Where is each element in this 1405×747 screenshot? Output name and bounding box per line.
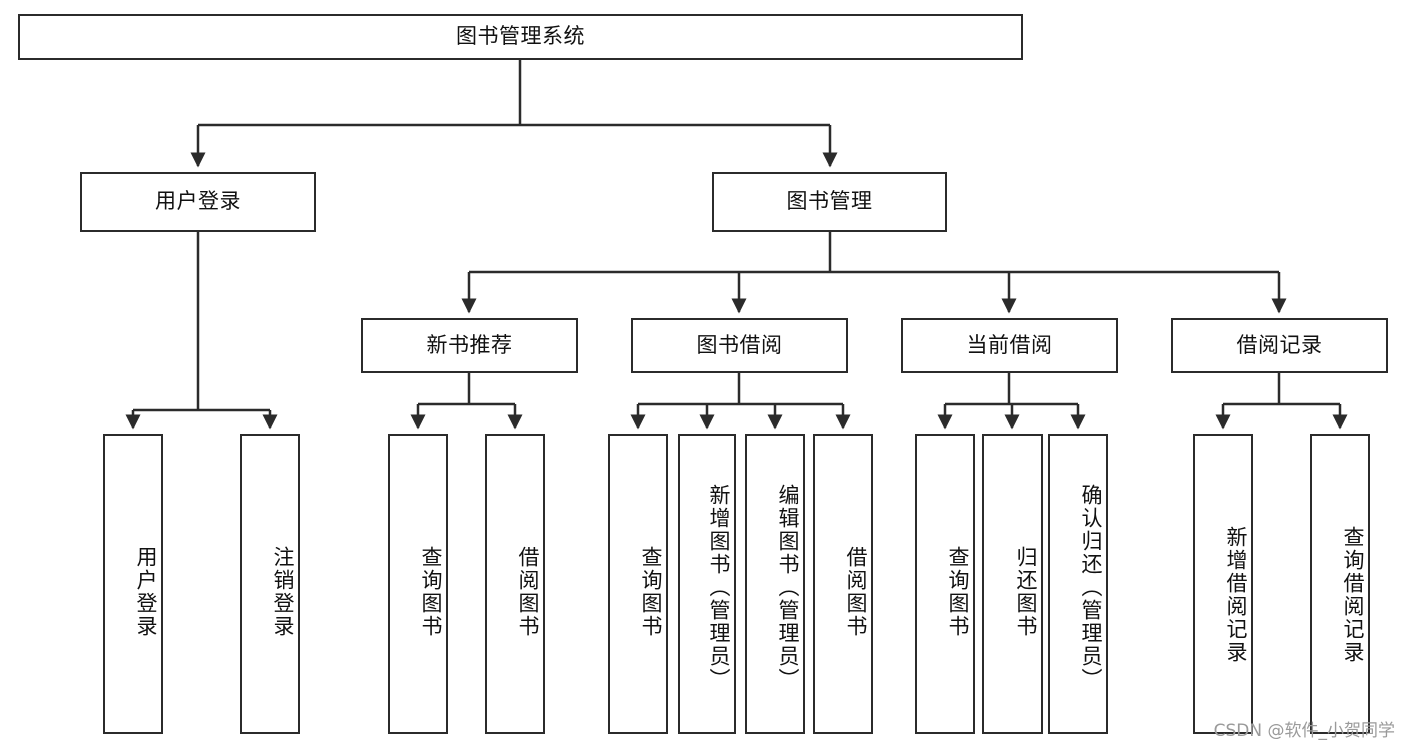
node-leaf-confirm-return[interactable]: 确认归还（管理员） [1048,434,1108,734]
node-leaf-add-record[interactable]: 新增借阅记录 [1193,434,1253,734]
node-leaf-add-book-label: 新增图书（管理员） [707,483,731,691]
node-leaf-query-record[interactable]: 查询借阅记录 [1310,434,1370,734]
node-new-book-recommend-label: 新书推荐 [426,332,513,357]
node-leaf-logout[interactable]: 注销登录 [240,434,300,734]
connector-bookmgmt-to-level3 [461,232,1287,314]
connector-currentborrow-to-leaves [937,373,1086,430]
node-leaf-query-book-rec-label: 查询图书 [419,546,443,638]
node-book-management[interactable]: 图书管理 [712,172,947,232]
node-leaf-query-book-bor-label: 查询图书 [639,546,663,638]
node-leaf-edit-book[interactable]: 编辑图书（管理员） [745,434,805,734]
node-root[interactable]: 图书管理系统 [18,14,1023,60]
node-leaf-borrow-book-bor[interactable]: 借阅图书 [813,434,873,734]
node-leaf-return-book[interactable]: 归还图书 [982,434,1043,734]
node-leaf-confirm-return-label: 确认归还（管理员） [1079,483,1103,691]
connector-userlogin-to-leaves [125,232,278,430]
node-leaf-edit-book-label: 编辑图书（管理员） [776,483,800,691]
node-leaf-query-record-label: 查询借阅记录 [1341,526,1365,664]
csdn-watermark: CSDN @软件_小贺同学 [1213,721,1395,741]
node-book-borrow-label: 图书借阅 [696,332,783,357]
node-leaf-query-book-bor[interactable]: 查询图书 [608,434,668,734]
node-leaf-query-book-cur[interactable]: 查询图书 [915,434,975,734]
node-leaf-borrow-book-bor-label: 借阅图书 [844,546,868,638]
node-leaf-user-login-label: 用户登录 [134,546,158,638]
node-leaf-query-book-rec[interactable]: 查询图书 [388,434,448,734]
node-user-login[interactable]: 用户登录 [80,172,316,232]
node-user-login-label: 用户登录 [155,189,241,214]
node-leaf-query-book-cur-label: 查询图书 [946,546,970,638]
node-leaf-logout-label: 注销登录 [271,546,295,638]
node-leaf-add-book[interactable]: 新增图书（管理员） [678,434,736,734]
node-root-label: 图书管理系统 [456,24,585,49]
connector-root-to-level2 [190,60,838,168]
node-leaf-add-record-label: 新增借阅记录 [1224,526,1248,664]
node-borrow-record[interactable]: 借阅记录 [1171,318,1388,373]
node-current-borrow[interactable]: 当前借阅 [901,318,1118,373]
node-current-borrow-label: 当前借阅 [966,332,1053,357]
connector-bookborrow-to-leaves [630,373,851,430]
node-borrow-record-label: 借阅记录 [1236,332,1323,357]
node-leaf-borrow-book-rec-label: 借阅图书 [516,546,540,638]
node-leaf-user-login[interactable]: 用户登录 [103,434,163,734]
connector-newbook-to-leaves [410,373,523,430]
node-leaf-return-book-label: 归还图书 [1014,546,1038,638]
node-new-book-recommend[interactable]: 新书推荐 [361,318,578,373]
node-leaf-borrow-book-rec[interactable]: 借阅图书 [485,434,545,734]
connector-borrowrecord-to-leaves [1215,373,1348,430]
node-book-borrow[interactable]: 图书借阅 [631,318,848,373]
node-book-management-label: 图书管理 [786,189,873,214]
